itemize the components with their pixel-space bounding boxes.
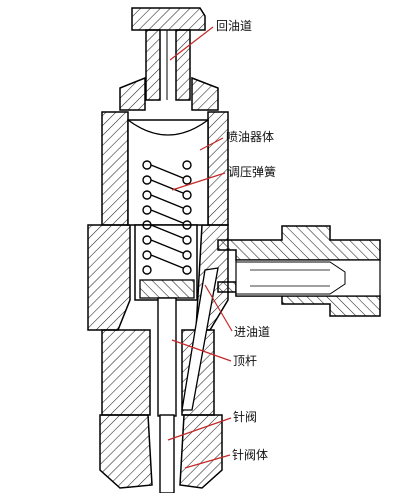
upper-body-left	[101, 111, 129, 226]
adjusting-screw-right	[175, 29, 191, 101]
adjusting-screw-left	[145, 29, 161, 101]
label-injector-body: 喷油器体	[226, 130, 275, 144]
label-pressure-spring: 调压弹簧	[228, 165, 277, 179]
lower-body-left	[101, 329, 151, 416]
cap-nut	[119, 76, 146, 111]
leader-lines	[167, 26, 233, 469]
push-rod	[157, 297, 177, 417]
label-needle-valve-body: 针阀体	[232, 448, 269, 462]
spring-chamber	[127, 119, 209, 226]
label-inlet-channel: 进油道	[234, 325, 271, 339]
inlet-fitting-upper	[217, 225, 381, 261]
needle-valve	[159, 414, 175, 494]
label-needle-valve: 针阀	[233, 410, 258, 424]
top-nut	[131, 7, 206, 31]
nozzle-nut-left	[99, 414, 153, 489]
spring-seat	[139, 279, 195, 299]
label-return-channel: 回油道	[216, 19, 253, 33]
nozzle-nut-right	[179, 414, 223, 489]
pressure-spring-coils	[142, 160, 192, 275]
upper-body-right	[207, 111, 229, 226]
label-push-rod: 顶杆	[233, 354, 258, 368]
main-body-left	[87, 224, 131, 331]
inlet-passage	[181, 267, 219, 411]
